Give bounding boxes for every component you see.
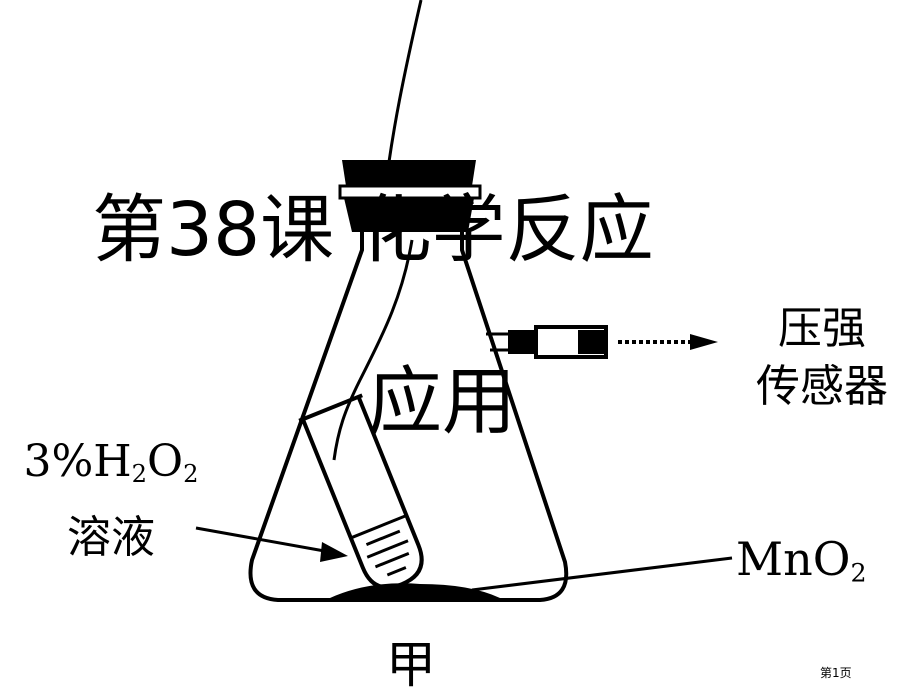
page-number: 第1页 [820,666,852,680]
h2o2-solution-label: 3%H2O2 溶液 [0,430,222,570]
solution-h-sub: 2 [131,460,148,489]
solution-o: O [147,436,184,487]
side-arm [486,332,510,352]
slide-title-line1: 第38课 化学反应 [92,187,654,273]
solution-o-sub: 2 [183,460,199,489]
arrow-head [690,334,718,350]
catalyst-label: MnO2 [736,532,867,587]
mno2-pointer [471,556,733,592]
side-tube [508,330,536,354]
stopper-bottom [344,198,474,232]
side-connector-fill [578,330,604,354]
pressure-sensor-label: 压强 传感器 [724,300,920,416]
catalyst-main: MnO [736,532,851,586]
slide-title-line2: 应用 [368,359,516,445]
figure-label: 甲 [386,636,436,694]
sensor-label-line2: 传感器 [756,361,888,412]
solution-pointer-head [320,542,348,562]
mno2-powder [330,583,500,598]
solution-pointer [195,526,331,554]
erlenmeyer-flask [248,232,569,602]
solution-formula: 3%H2O2 [0,430,222,506]
solution-word: 溶液 [67,512,155,564]
catalyst-sub: 2 [850,558,867,588]
stopper [342,160,476,186]
solution-h: H [93,436,132,487]
sensor-label-line1: 压强 [778,303,866,354]
string-inner [332,239,414,461]
solution-percent: 3% [23,436,94,487]
